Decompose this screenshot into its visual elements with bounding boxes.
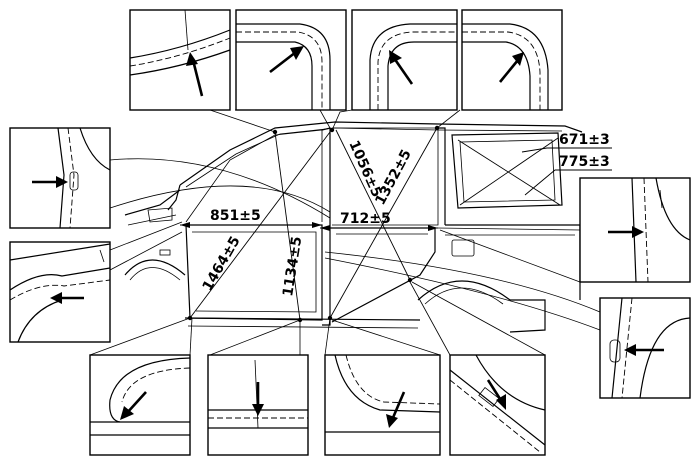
detail-inset-right-2: [599, 297, 691, 399]
quarter-window-b-label: 775±3: [559, 154, 610, 170]
front-door-height-label: 1134±5: [280, 235, 305, 297]
rear-door-diagonal-b-line: [329, 127, 438, 319]
dimension-labels: 851±5 712±5 1464±5 1134±5 1056±5 1352±5 …: [200, 132, 610, 298]
quarter-window-leader-b: [524, 169, 612, 196]
rear-door-width-label: 712±5: [340, 211, 391, 227]
measurement-lines: [180, 125, 612, 323]
front-door-height-line: [274, 131, 301, 321]
quarter-window-a-label: 671±3: [559, 132, 610, 148]
detail-inset-bottom-3: [324, 354, 441, 456]
rear-door-width-arrow-right: [428, 225, 438, 231]
rear-door-width-arrow-left: [320, 225, 330, 231]
detail-inset-bottom-2: [207, 354, 309, 456]
detail-inset-right-1: [579, 177, 691, 283]
detail-inset-top-2: [235, 9, 347, 111]
front-door-width-arrow-left: [180, 222, 190, 228]
detail-inset-top-4: [461, 9, 563, 111]
front-door-diagonal-line: [189, 131, 331, 319]
quarter-window-diagonal-a-line: [457, 139, 561, 206]
rear-door-diagonal-b-label: 1352±5: [372, 147, 415, 208]
quarter-window-leader-a: [521, 147, 612, 153]
front-door-diagonal-label: 1464±5: [200, 234, 244, 294]
front-door-width-label: 851±5: [210, 208, 261, 224]
front-door-width-arrow-right: [312, 222, 322, 228]
detail-inset-top-3: [351, 9, 458, 111]
detail-inset-left-1: [9, 127, 111, 229]
detail-inset-top-1: [129, 9, 231, 111]
detail-inset-bottom-1: [89, 354, 191, 456]
callout-leaders: [89, 109, 601, 356]
quarter-window-diagonal-b-line: [459, 137, 559, 206]
detail-inset-bottom-4: [449, 354, 546, 456]
rear-door-diagonal-a-line: [335, 129, 411, 281]
detail-inset-left-2: [9, 241, 111, 343]
